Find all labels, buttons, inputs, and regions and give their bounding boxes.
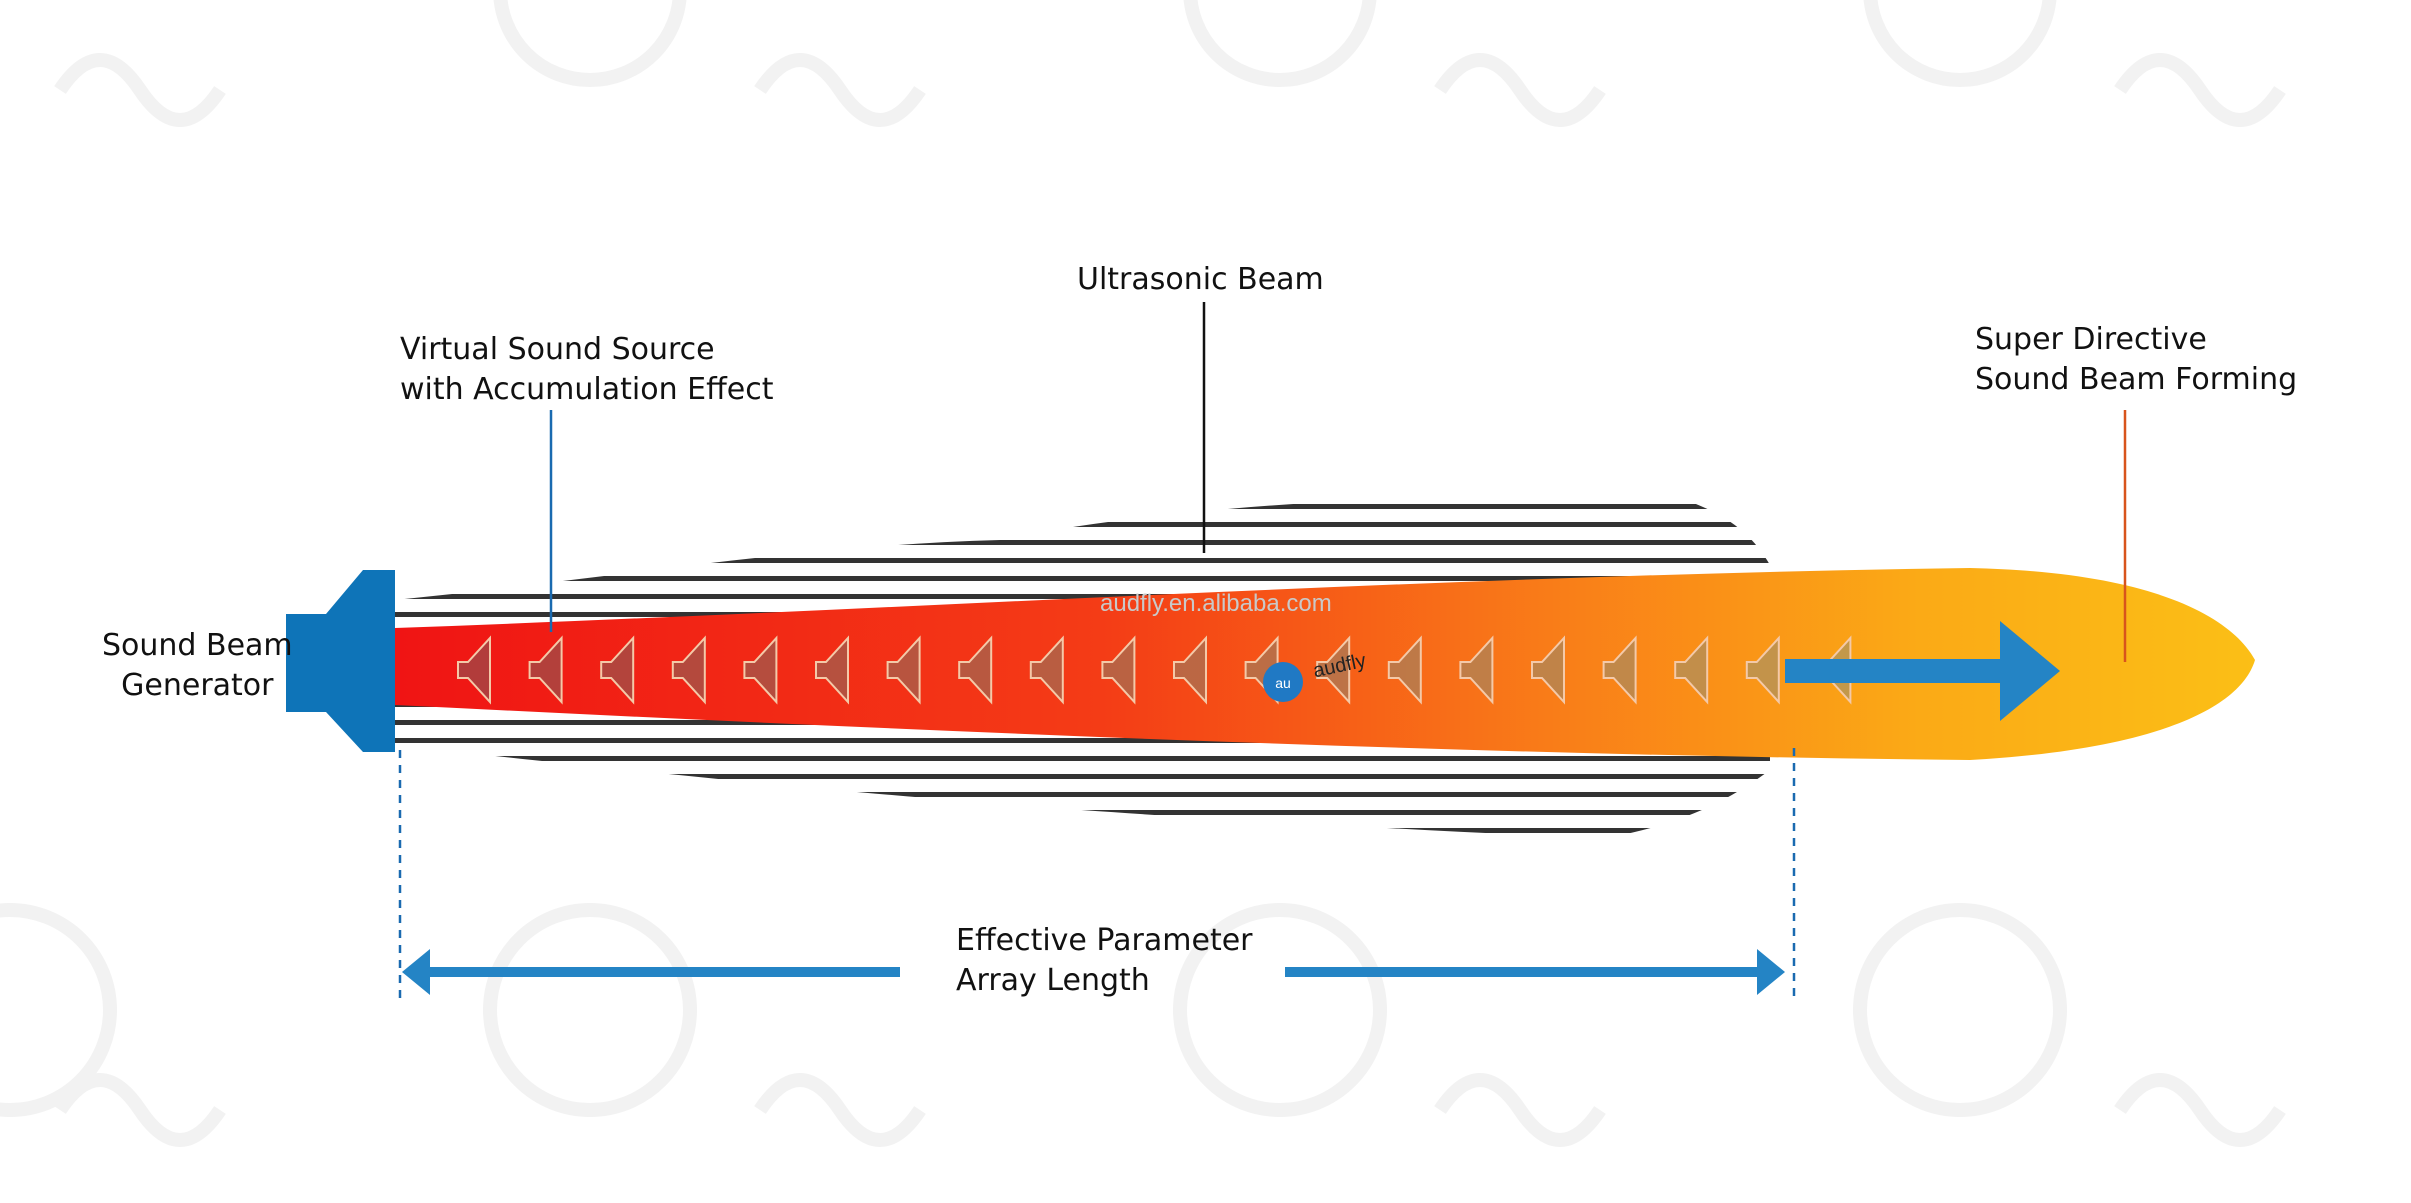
speaker-icon [1531, 635, 1565, 705]
speaker-icon [1387, 635, 1422, 705]
speaker-icon [743, 635, 778, 705]
speaker-icon [528, 635, 563, 705]
speaker-icon [671, 635, 706, 705]
speaker-icon [1316, 635, 1351, 705]
watermark-url: audfly.en.alibaba.com [1100, 590, 1332, 617]
speaker-icon [1745, 635, 1780, 705]
speaker-icon [1173, 635, 1207, 705]
speaker-icon [1459, 635, 1494, 705]
speaker-icon [600, 635, 635, 705]
speaker-icon [1029, 635, 1064, 705]
speaker-icon [1674, 635, 1709, 705]
watermark-logos [0, 0, 2286, 1147]
arrow-right-icon [1785, 621, 2060, 721]
speaker-icon [1602, 635, 1637, 705]
speaker-icon [815, 635, 849, 705]
speaker-icon [886, 635, 921, 705]
speaker-icon [958, 635, 993, 705]
virtual-sound-sources [457, 635, 1852, 705]
speaker-icon [457, 635, 491, 705]
audfly-logo-icon: au [1263, 662, 1303, 702]
array-length-label: Effective Parameter Array Length [956, 923, 1253, 998]
array-length-arrow [402, 949, 1785, 995]
sound-beam-generator-label: Sound Beam Generator [102, 628, 293, 703]
speaker-icon [1101, 635, 1136, 705]
virtual-sound-source-label: Virtual Sound Source with Accumulation E… [400, 332, 774, 407]
super-directive-label: Super Directive Sound Beam Forming [1975, 322, 2298, 397]
ultrasonic-beam-label: Ultrasonic Beam [1077, 262, 1324, 297]
speaker-cone-icon [286, 570, 395, 752]
svg-text:au: au [1275, 675, 1291, 691]
